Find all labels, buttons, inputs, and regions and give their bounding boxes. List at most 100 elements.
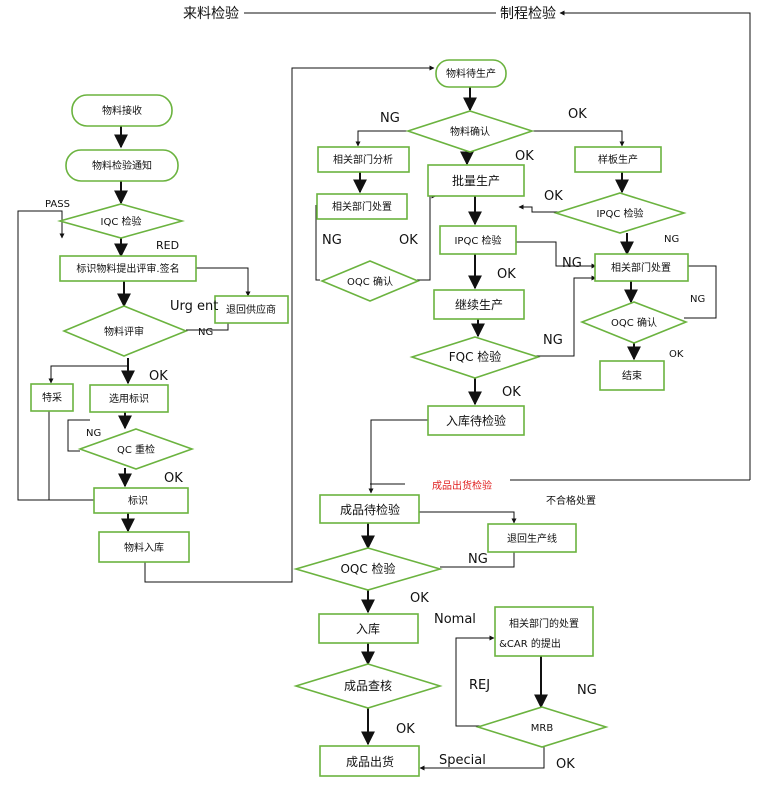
label-ok-confirm-right: OK bbox=[568, 107, 587, 122]
label-ng-fqc: NG bbox=[543, 333, 563, 348]
node-dept-analysis bbox=[317, 146, 410, 173]
edge-fqc-ng bbox=[506, 275, 597, 357]
node-finished-audit-label: 成品查核 bbox=[344, 679, 392, 693]
labels: 来料检验 制程检验 PASS RED Urg ent NG OK NG OK N… bbox=[45, 6, 705, 772]
label-ng-ipqc-right: NG bbox=[664, 234, 679, 245]
edge-header-process bbox=[559, 10, 751, 480]
node-dept-handle-2 bbox=[594, 253, 689, 282]
header-process: 制程检验 bbox=[500, 6, 556, 22]
edge-confirm-ok-right bbox=[532, 130, 625, 147]
edge-qc-ng-loop bbox=[67, 419, 90, 452]
label-finished-ship-check: 成品出货检验 bbox=[432, 479, 492, 492]
edge-ipqcleft-handle2 bbox=[516, 241, 597, 269]
label-nomal: Nomal bbox=[434, 612, 476, 627]
edge-pass-loop bbox=[17, 210, 94, 501]
node-sample-production-label: 样板生产 bbox=[598, 153, 638, 166]
node-material-store-label: 物料入库 bbox=[124, 541, 164, 554]
label-nonconform-handle: 不合格处置 bbox=[546, 494, 596, 507]
label-ok-review: OK bbox=[149, 369, 168, 384]
node-oqc-confirm-2-label: OQC 确认 bbox=[611, 316, 657, 329]
nodes: 物料接收 物料检验通知 IQC 检验 标识物料提出评审.签名 退回供应商 物料评… bbox=[30, 59, 689, 777]
node-mass-production bbox=[427, 164, 525, 197]
label-ok-fqc: OK bbox=[502, 385, 521, 400]
header-incoming: 来料检验 bbox=[183, 6, 239, 22]
label-ng-mrb: NG bbox=[577, 683, 597, 698]
node-wait-store-check bbox=[427, 405, 525, 436]
node-continue-production-label: 继续生产 bbox=[455, 298, 503, 312]
node-sample-production bbox=[574, 146, 662, 173]
label-ok-confirm-down: OK bbox=[515, 149, 534, 164]
edge-oqc1-mass bbox=[417, 193, 437, 281]
node-oqc-label: OQC 检验 bbox=[340, 561, 395, 576]
node-dept-car bbox=[494, 606, 594, 657]
edge-storewait-finished bbox=[368, 419, 428, 494]
node-dept-analysis-label: 相关部门分析 bbox=[333, 153, 393, 166]
node-notice bbox=[65, 149, 179, 182]
label-special: Special bbox=[439, 753, 486, 768]
node-receive bbox=[71, 94, 173, 127]
label-ng-confirm: NG bbox=[380, 111, 400, 126]
node-ipqc-left bbox=[439, 225, 517, 255]
label-ok-audit: OK bbox=[396, 722, 415, 737]
edge-mark-return bbox=[195, 267, 251, 297]
node-end bbox=[599, 360, 665, 391]
node-dept-handle-1-label: 相关部门处置 bbox=[332, 200, 392, 213]
node-oqc bbox=[293, 547, 443, 591]
node-ipqc-left-label: IPQC 检验 bbox=[454, 234, 501, 247]
node-mark-review-label: 标识物料提出评审.签名 bbox=[76, 262, 179, 275]
edge-finished-return bbox=[419, 511, 517, 524]
label-ng-oqc: NG bbox=[468, 552, 488, 567]
label-ok-oqc2: OK bbox=[669, 349, 684, 360]
node-mrb bbox=[475, 706, 609, 748]
node-select-mark bbox=[89, 384, 169, 413]
edge-review-return bbox=[186, 322, 229, 331]
node-return-line-label: 退回生产线 bbox=[507, 532, 557, 545]
edge-store-right bbox=[144, 65, 435, 583]
node-oqc-confirm-1 bbox=[319, 260, 421, 302]
label-rej: REJ bbox=[469, 678, 490, 693]
node-qc-recheck bbox=[77, 428, 195, 470]
edge-mrb-rej bbox=[455, 635, 495, 727]
label-ng-review: NG bbox=[198, 327, 213, 338]
label-ok-sample: OK bbox=[544, 189, 563, 204]
node-review bbox=[61, 305, 189, 357]
node-select-mark-label: 选用标识 bbox=[109, 392, 149, 405]
node-dept-handle-2-label: 相关部门处置 bbox=[611, 261, 671, 274]
node-mrb-label: MRB bbox=[531, 723, 554, 734]
edge-review-special bbox=[48, 365, 128, 384]
node-wait-production bbox=[435, 59, 507, 88]
label-urgent: Urg ent bbox=[170, 299, 218, 314]
label-ng-oqc1: NG bbox=[322, 233, 342, 248]
node-finished-check-label: 成品待检验 bbox=[340, 502, 400, 517]
node-ipqc-right bbox=[553, 192, 687, 234]
node-ipqc-right-label: IPQC 检验 bbox=[596, 207, 643, 220]
node-special bbox=[30, 383, 74, 412]
node-special-label: 特采 bbox=[42, 392, 62, 404]
label-ok-mrb: OK bbox=[556, 757, 575, 772]
node-iqc bbox=[57, 203, 185, 239]
node-notice-label: 物料检验通知 bbox=[92, 159, 152, 172]
node-store-label: 入库 bbox=[356, 621, 380, 636]
label-ok-oqc1: OK bbox=[399, 233, 418, 248]
node-wait-production-label: 物料待生产 bbox=[446, 67, 496, 80]
node-return-supplier bbox=[214, 295, 289, 324]
edge-handle-oqc1-left bbox=[315, 205, 320, 281]
node-review-label: 物料评审 bbox=[104, 325, 144, 338]
node-mark-label: 标识 bbox=[128, 495, 148, 507]
node-oqc-confirm-1-label: OQC 确认 bbox=[347, 275, 393, 288]
label-ng-ipqc-left: NG bbox=[562, 256, 582, 271]
node-end-label: 结束 bbox=[622, 369, 642, 382]
node-return-line bbox=[487, 523, 577, 553]
node-dept-car-label-1: 相关部门的处置 bbox=[509, 617, 579, 630]
edge-handle2-loop bbox=[684, 265, 717, 319]
label-red: RED bbox=[156, 239, 179, 252]
label-ok-recheck: OK bbox=[164, 471, 183, 486]
node-material-confirm-label: 物料确认 bbox=[450, 125, 490, 138]
label-pass: PASS bbox=[45, 199, 70, 210]
node-dept-car-label-2: &CAR 的提出 bbox=[499, 637, 561, 650]
node-mark bbox=[93, 487, 189, 514]
edge-oqc-ng bbox=[440, 552, 515, 568]
node-fqc-label: FQC 检验 bbox=[449, 349, 502, 364]
node-dept-handle-1 bbox=[316, 193, 408, 220]
